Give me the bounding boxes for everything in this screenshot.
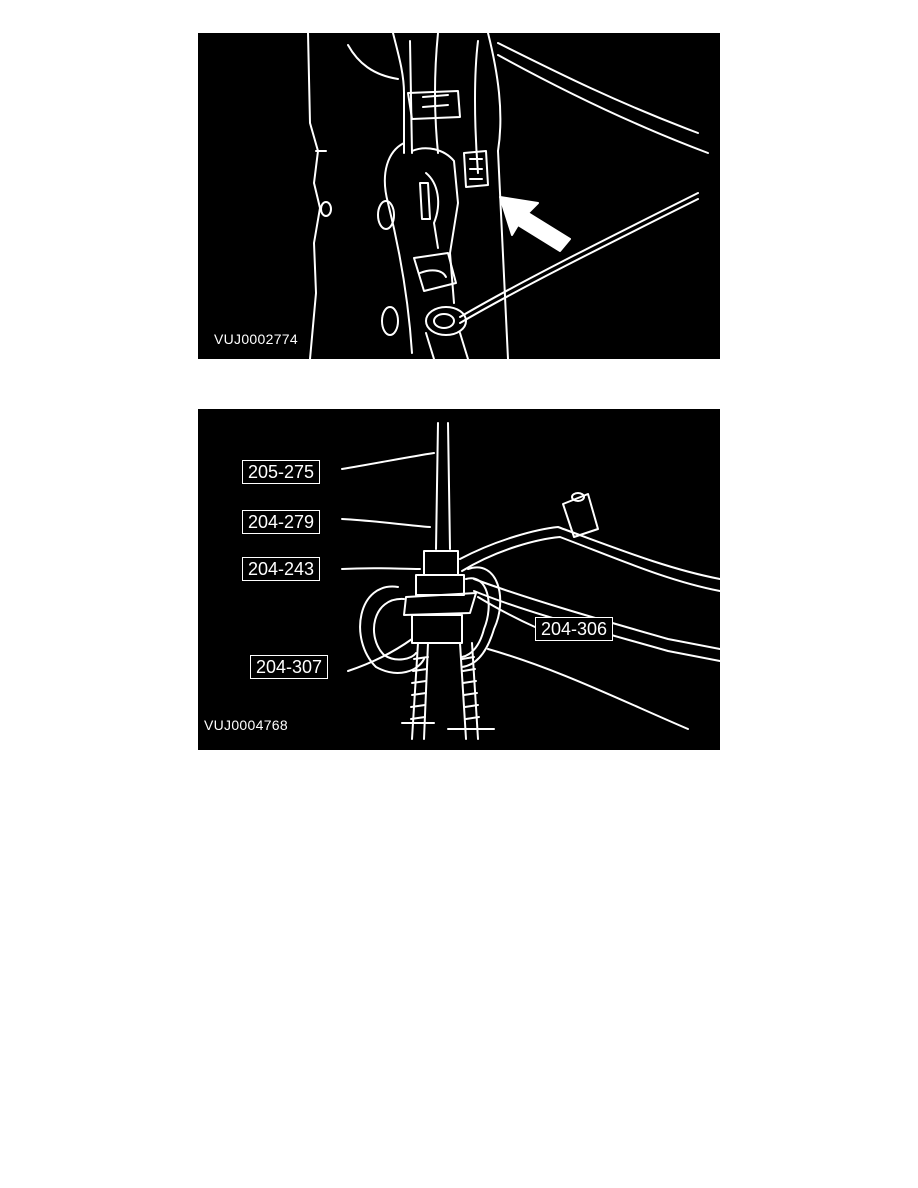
figure-id-label: VUJ0004768 (204, 717, 288, 733)
latch-cable-illustration (307, 33, 709, 359)
callout-204-279: 204-279 (242, 510, 321, 534)
figure-id-label: VUJ0002774 (214, 331, 298, 347)
callout-204-306: 204-306 (535, 617, 614, 641)
figure-bushing-tool: 205-275 204-279 204-243 204-306 204-307 … (198, 409, 720, 750)
bushing-tool-illustration (341, 422, 720, 740)
callout-204-307: 204-307 (250, 655, 329, 679)
figure-latch-cable: VUJ0002774 (198, 33, 720, 359)
callout-205-275: 205-275 (242, 460, 321, 484)
callout-204-243: 204-243 (242, 557, 321, 581)
